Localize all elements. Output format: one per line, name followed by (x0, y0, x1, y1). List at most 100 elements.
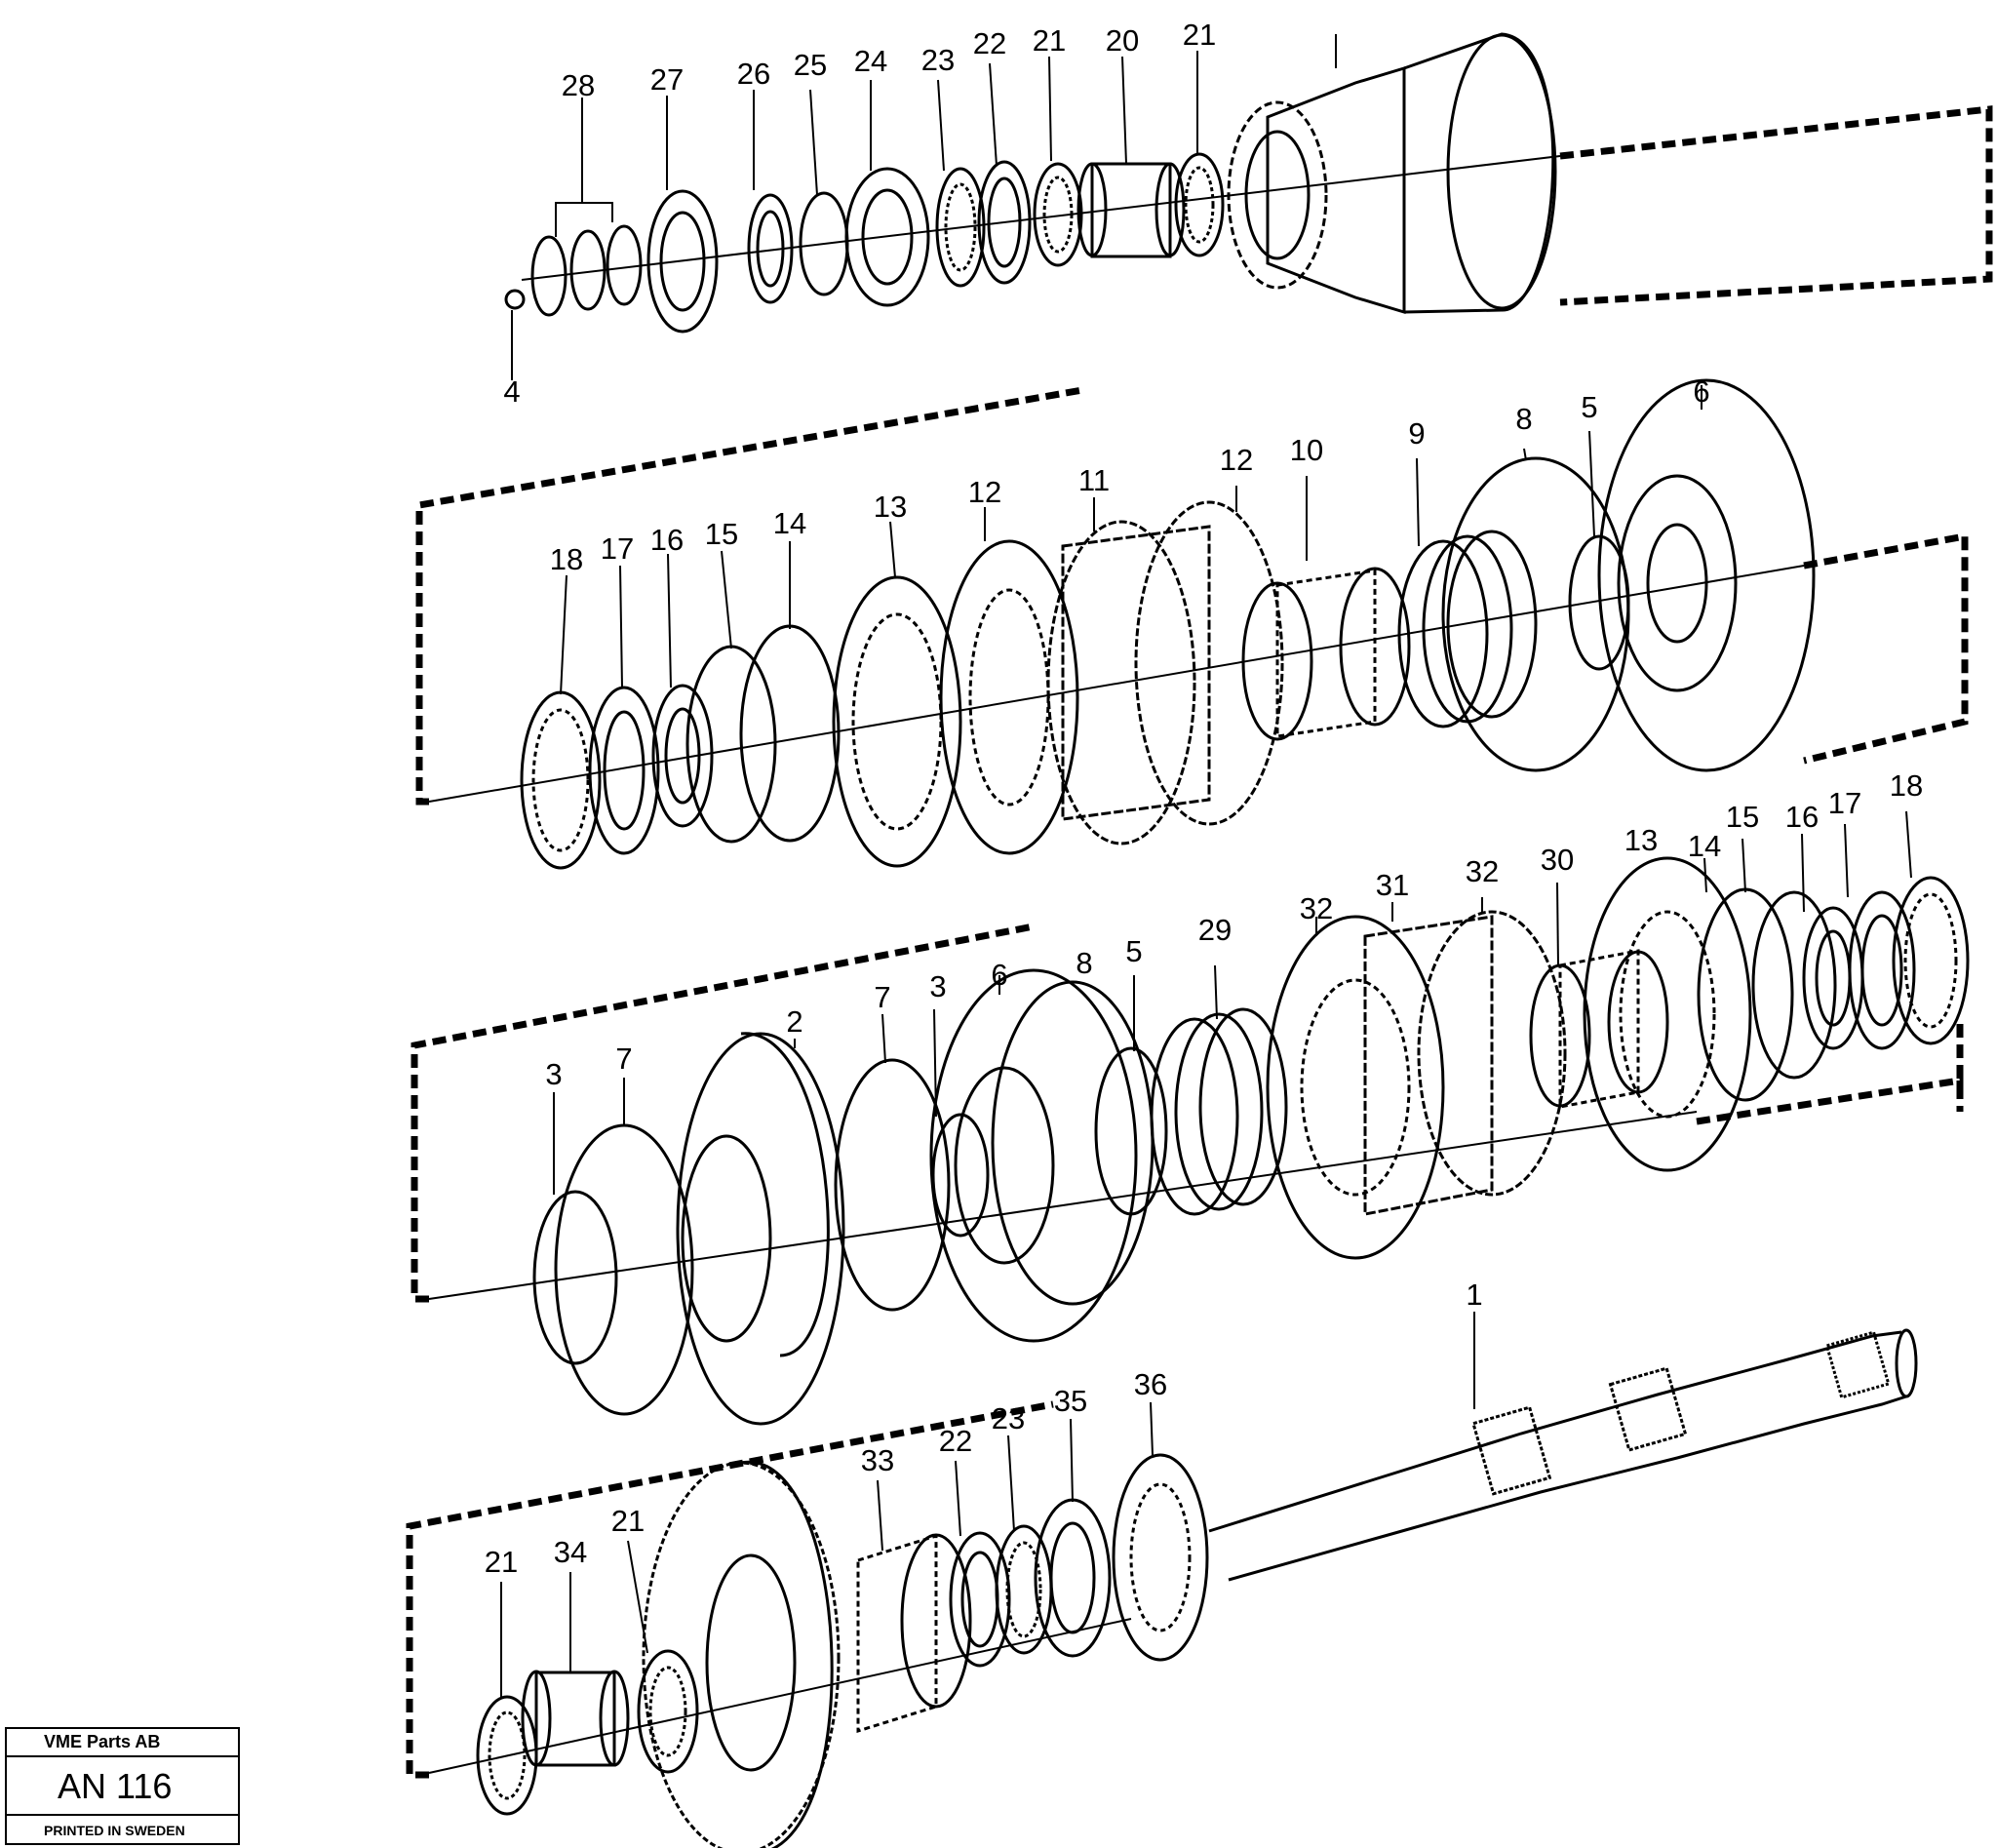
part-8-ring-b (991, 980, 1155, 1306)
callout-27: 27 (650, 62, 684, 97)
part-18-needle-bearing-b (1892, 876, 1970, 1045)
callout-4: 4 (503, 374, 520, 409)
callout-32: 32 (1300, 891, 1333, 925)
callout-6: 6 (1693, 374, 1709, 409)
callout-7: 7 (615, 1042, 632, 1076)
callout-12b: 12 (1220, 443, 1253, 477)
part-3-ring-b (931, 1113, 990, 1238)
callout-18b: 18 (1890, 768, 1923, 803)
callout-10: 10 (1290, 433, 1323, 467)
part-26-bearing (747, 193, 794, 304)
callout-24: 24 (854, 44, 887, 78)
parts-catalog-stamp: VME Parts AB AN 116 PRINTED IN SWEDEN (5, 1727, 240, 1845)
callout-16b: 16 (1785, 800, 1819, 834)
row4-assembly (406, 1328, 1918, 1848)
callout-12: 12 (968, 475, 1001, 509)
part-23-bearing (935, 167, 986, 288)
callout-14: 14 (773, 506, 806, 540)
stamp-code: AN 116 (7, 1757, 238, 1816)
callout-36: 36 (1134, 1367, 1167, 1401)
part-16-washer (651, 684, 714, 828)
callout-28: 28 (562, 68, 595, 102)
callout-labels: 28 27 26 25 24 23 22 21 20 21 4 18 17 16… (485, 18, 1923, 1579)
callout-32b: 32 (1466, 854, 1499, 888)
callout-15: 15 (705, 517, 738, 551)
part-13-pressure-plate (832, 575, 962, 868)
part-33-gear (856, 1533, 972, 1734)
part-9-spring (1397, 539, 1489, 728)
row3-assembly (411, 856, 1970, 1426)
callout-33: 33 (861, 1443, 894, 1477)
part-21-needle-bearing (1033, 162, 1083, 267)
part-6-piston (1597, 378, 1816, 772)
callout-3: 3 (545, 1057, 562, 1091)
part-12-friction-disc (939, 539, 1079, 855)
callout-5b: 5 (1125, 934, 1142, 968)
callout-5: 5 (1581, 390, 1597, 424)
part-10-hub (1241, 567, 1411, 741)
callout-1: 1 (1466, 1278, 1482, 1312)
row1-assembly (504, 32, 1993, 334)
part-36-bearing (1112, 1453, 1209, 1662)
callout-35: 35 (1054, 1384, 1087, 1418)
callout-17: 17 (601, 531, 634, 566)
part-4-ball (504, 289, 526, 310)
callout-21c: 21 (485, 1545, 518, 1579)
part-1-main-shaft (1208, 1328, 1918, 1582)
stamp-printed: PRINTED IN SWEDEN (44, 1823, 185, 1838)
callout-31: 31 (1376, 868, 1409, 902)
part-32-disc (1266, 915, 1445, 1260)
callout-13: 13 (874, 490, 907, 524)
callout-30: 30 (1541, 843, 1574, 877)
drum-b (642, 1461, 841, 1848)
part-6-piston-b (929, 968, 1138, 1343)
stamp-company: VME Parts AB (7, 1729, 238, 1757)
callout-8: 8 (1515, 402, 1532, 436)
callout-34: 34 (554, 1535, 587, 1569)
part-20-sleeve (1090, 162, 1172, 258)
callout-23: 23 (921, 43, 955, 77)
part-13-plate-b (1583, 856, 1752, 1172)
callout-21b: 21 (1183, 18, 1216, 52)
part-2-housing (676, 1032, 845, 1426)
callout-6b: 6 (991, 958, 1007, 992)
callout-2: 2 (786, 1004, 802, 1039)
part-24-ring (844, 167, 930, 307)
callout-22c: 22 (939, 1424, 972, 1458)
callout-20: 20 (1106, 23, 1139, 58)
callout-14b: 14 (1688, 829, 1721, 863)
callout-29: 29 (1198, 913, 1232, 947)
part-7-ring-b (834, 1058, 951, 1312)
part-29-spring (1150, 1017, 1239, 1216)
part-34-sleeve (534, 1671, 616, 1767)
part-5-o-ring (1568, 534, 1630, 671)
part-5-o-ring-b (1094, 1046, 1168, 1216)
callout-3b: 3 (929, 969, 946, 1003)
callout-25: 25 (794, 48, 827, 82)
callout-22: 22 (973, 26, 1006, 60)
part-31-disc-pack (1363, 910, 1567, 1216)
part-28-ring (530, 235, 567, 317)
callout-13b: 13 (1624, 823, 1658, 857)
callout-16: 16 (650, 523, 684, 557)
part-17-washer-b (1848, 890, 1916, 1050)
callout-15b: 15 (1726, 800, 1759, 834)
callout-26: 26 (737, 57, 770, 91)
part-17-washer (588, 686, 660, 855)
callout-23c: 23 (992, 1401, 1025, 1435)
callout-21d: 21 (611, 1504, 645, 1538)
leader-lines (500, 51, 1912, 1697)
row2-assembly (415, 378, 1969, 870)
callout-8b: 8 (1076, 946, 1092, 980)
part-23-bearing-b (995, 1524, 1053, 1655)
callout-9: 9 (1408, 416, 1425, 451)
callout-7b: 7 (874, 980, 890, 1014)
callout-18: 18 (550, 542, 583, 576)
part-3-ring (532, 1190, 618, 1365)
part-30-hub (1529, 949, 1669, 1109)
callout-21: 21 (1033, 23, 1066, 58)
callout-11: 11 (1078, 463, 1110, 497)
part-15-snap-ring-b (1751, 890, 1837, 1080)
part-11-disc-pack (1046, 500, 1284, 845)
